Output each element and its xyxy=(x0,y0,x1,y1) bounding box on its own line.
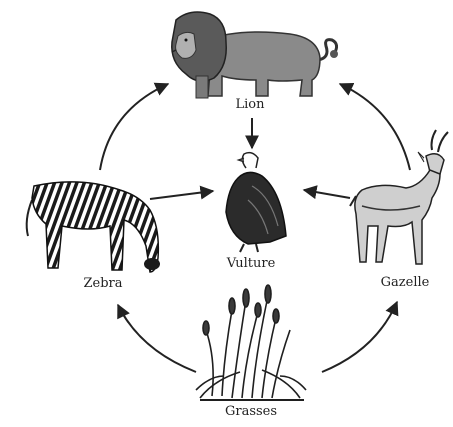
vulture-label: Vulture xyxy=(227,256,276,271)
zebra-icon xyxy=(27,182,160,272)
gazelle-label: Gazelle xyxy=(381,275,430,290)
arrow-gazelle-to-lion xyxy=(340,84,410,170)
gazelle-icon xyxy=(350,130,448,264)
vulture-icon xyxy=(226,153,286,252)
lion-label: Lion xyxy=(236,97,265,112)
arrow-grasses-to-gazelle xyxy=(322,302,397,372)
arrow-zebra-to-lion xyxy=(100,84,168,170)
arrow-zebra-to-vulture xyxy=(150,191,213,199)
grasses-label: Grasses xyxy=(225,404,277,419)
zebra-label: Zebra xyxy=(83,276,122,291)
arrow-gazelle-to-vulture xyxy=(304,190,350,198)
arrow-grasses-to-zebra xyxy=(118,305,196,372)
lion-icon xyxy=(172,12,338,98)
grass-icon xyxy=(196,285,306,400)
